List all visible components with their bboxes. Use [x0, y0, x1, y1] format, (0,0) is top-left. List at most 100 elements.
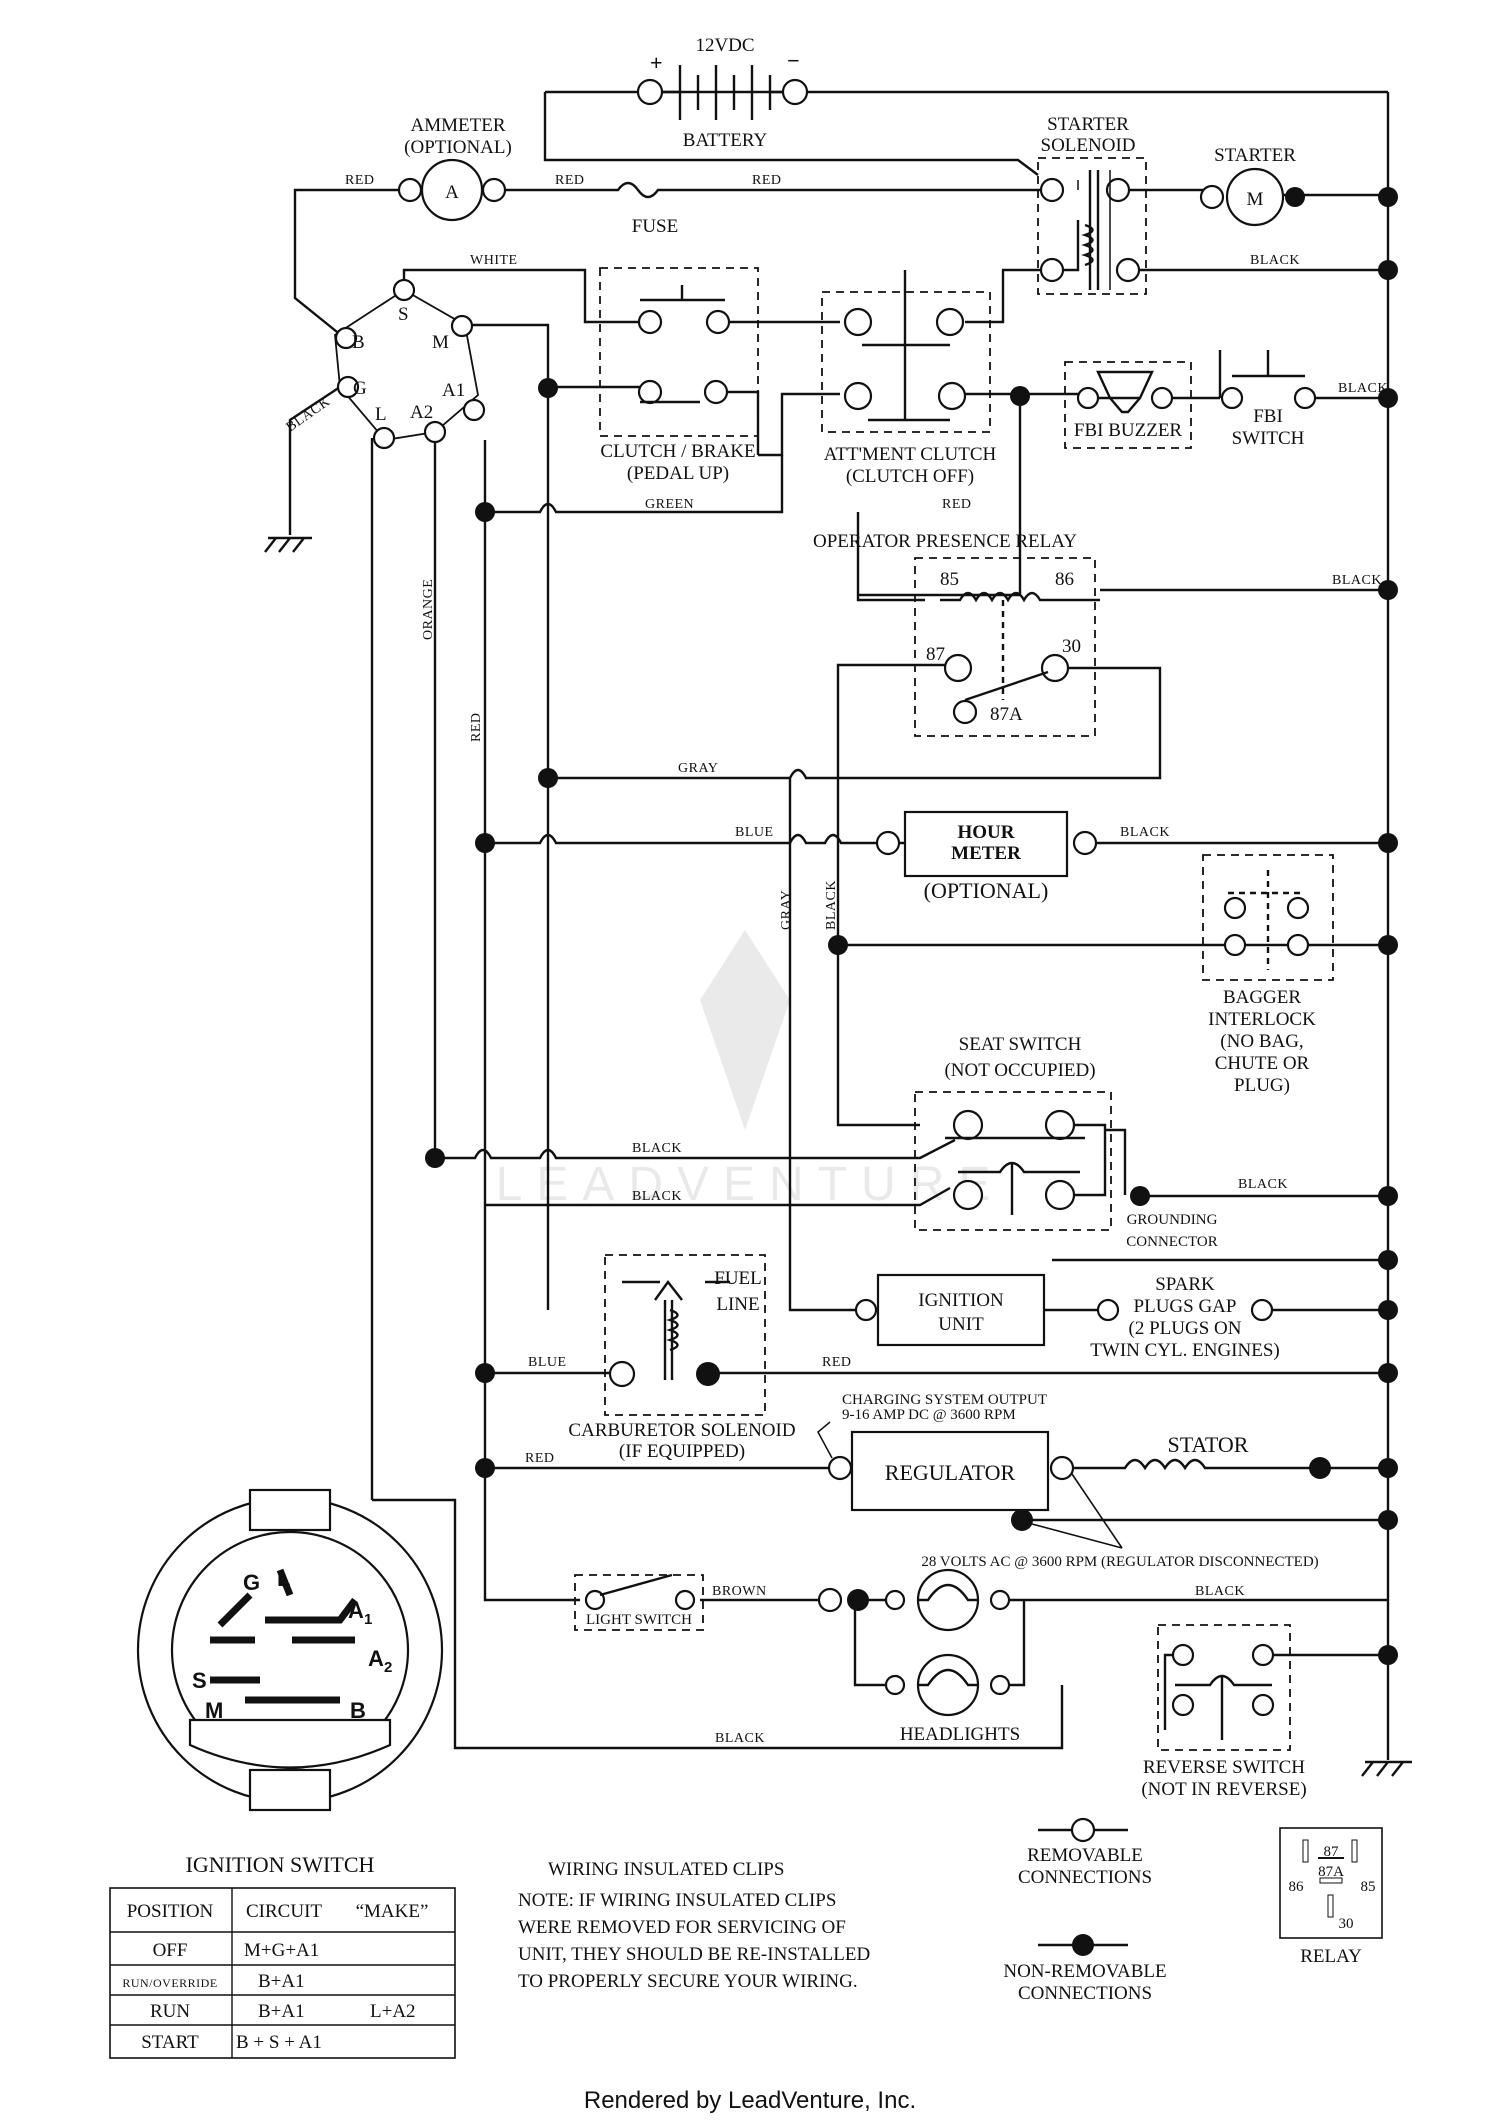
wire-label-red: RED [752, 173, 782, 188]
battery-terminal-negative [781, 78, 809, 106]
charging-label-2: 9-16 AMP DC @ 3600 RPM [842, 1407, 1016, 1423]
clutch-brake-switch: CLUTCH / BRAKE (PEDAL UP) [599, 267, 759, 484]
switch-face-a2: A [368, 1646, 384, 1671]
relay-terminal-85: 85 [940, 569, 959, 590]
wire-label-black: BLACK [1195, 1584, 1245, 1599]
terminal-label-s: S [398, 304, 409, 325]
fuel-line-label-2: LINE [716, 1294, 759, 1315]
reverse-switch-label-2: (NOT IN REVERSE) [1141, 1779, 1306, 1800]
terminal-label-a2: A2 [410, 402, 433, 423]
fbi-buzzer: FBI BUZZER [1064, 361, 1192, 449]
hour-meter-optional: (OPTIONAL) [924, 878, 1049, 903]
fbi-switch-label-2: SWITCH [1232, 428, 1305, 449]
wire-label-red: RED [345, 173, 375, 188]
junction-dots [425, 187, 1398, 1665]
clutch-brake-label-2: (PEDAL UP) [627, 463, 729, 484]
table-row-circuit: M+G+A1 [244, 1940, 319, 1961]
switch-face-b: B [350, 1698, 366, 1723]
wire-label-gray: GRAY [678, 761, 718, 776]
ammeter-label: AMMETER [411, 115, 506, 136]
table-row-circuit: B + S + A1 [236, 2032, 322, 2053]
starter-solenoid: STARTER SOLENOID [1037, 114, 1147, 295]
headlights: HEADLIGHTS [817, 1568, 1020, 1745]
reverse-switch-label-1: REVERSE SWITCH [1143, 1757, 1305, 1778]
relay-terminal-86: 86 [1055, 569, 1074, 590]
attment-clutch-switch: ATT'MENT CLUTCH (CLUTCH OFF) [821, 270, 1030, 487]
grounding-connector-label-2: CONNECTOR [1126, 1234, 1217, 1250]
removable-connection-symbol [1070, 1817, 1096, 1843]
switch-face-g: G [243, 1570, 260, 1595]
table-row-position: RUN/OVERRIDE [122, 1976, 217, 1990]
operator-presence-relay: OPERATOR PRESENCE RELAY 85 86 87 30 87A [813, 512, 1100, 737]
relay-terminal-30: 30 [1062, 636, 1081, 657]
ammeter-symbol: A [445, 182, 459, 203]
watermark: LEADVENTURE [496, 930, 990, 1211]
non-removable-connection-symbol [1072, 1934, 1094, 1956]
wire-label-gray: GRAY [779, 890, 794, 930]
bagger-interlock: BAGGER INTERLOCK (NO BAG, CHUTE OR PLUG) [1202, 854, 1334, 1096]
relay-legend: 87 87A 86 85 30 RELAY [1279, 1827, 1383, 1967]
ammeter-optional: (OPTIONAL) [404, 137, 512, 158]
terminal-a1 [462, 398, 486, 422]
headlights-label: HEADLIGHTS [900, 1724, 1020, 1745]
relay-legend-85: 85 [1361, 1879, 1376, 1895]
wires [264, 90, 1412, 1777]
battery-voltage: 12VDC [695, 35, 754, 56]
bagger-interlock-label-2: INTERLOCK [1208, 1009, 1316, 1030]
relay-legend-87: 87 [1324, 1844, 1340, 1860]
table-header-make: “MAKE” [356, 1901, 429, 1922]
spark-plugs-label-3: (2 PLUGS ON [1129, 1318, 1242, 1339]
relay-terminal-87: 87 [926, 644, 945, 665]
battery-plus: + [650, 50, 663, 75]
terminal-label-b: B [352, 332, 365, 353]
wire-label-red: RED [555, 173, 585, 188]
ignition-unit-label-1: IGNITION [918, 1290, 1004, 1311]
wire-label-black: BLACK [1120, 825, 1170, 840]
wire-label-black: BLACK [715, 1731, 765, 1746]
fbi-switch: FBI SWITCH [1220, 350, 1317, 449]
footer-credit: Rendered by LeadVenture, Inc. [584, 2087, 916, 2114]
relay-legend-30: 30 [1339, 1916, 1354, 1932]
ignition-switch-title: IGNITION SWITCH [186, 1852, 375, 1877]
carb-solenoid-label-2: (IF EQUIPPED) [619, 1441, 745, 1462]
terminal-g [336, 375, 360, 399]
terminal-label-g: G [353, 378, 367, 399]
terminal-label-l: L [375, 404, 387, 425]
bagger-interlock-label-4: CHUTE OR [1215, 1053, 1310, 1074]
wire-label-blue: BLUE [528, 1355, 567, 1370]
switch-face-a1: A [348, 1598, 364, 1623]
clips-note-line-4: TO PROPERLY SECURE YOUR WIRING. [518, 1971, 858, 1992]
ignition-terminal-block: S M B G L A2 A1 [334, 278, 486, 450]
relay-terminal-87a: 87A [990, 704, 1023, 725]
fbi-switch-label-1: FBI [1253, 406, 1283, 427]
fbi-buzzer-label: FBI BUZZER [1074, 420, 1183, 441]
wire-label-blue: BLUE [735, 825, 774, 840]
wire-label-white: WHITE [470, 253, 518, 268]
operator-relay-label: OPERATOR PRESENCE RELAY [813, 531, 1077, 552]
ignition-unit: IGNITION UNIT SPARK PLUGS GAP (2 PLUGS O… [854, 1273, 1280, 1361]
ignition-switch-face: G L A 1 A 2 S M B [136, 1488, 444, 1812]
seat-switch-label-1: SEAT SWITCH [959, 1034, 1082, 1055]
starter-label: STARTER [1214, 145, 1296, 166]
table-row-position: RUN [150, 2001, 190, 2022]
wire-labels: RED RED RED WHITE BLACK BLACK GREEN RED … [284, 173, 1388, 1746]
relay-legend-87a: 87A [1318, 1864, 1344, 1880]
terminal-b [334, 326, 358, 350]
wire-label-red: RED [469, 713, 484, 743]
table-row-position: OFF [153, 1940, 188, 1961]
wire-label-black: BLACK [632, 1141, 682, 1156]
table-row-position: START [141, 2032, 199, 2053]
table-row-make: L+A2 [370, 2001, 416, 2022]
seat-switch: SEAT SWITCH (NOT OCCUPIED) GROUNDING CON… [914, 1034, 1218, 1250]
clips-note-line-1: NOTE: IF WIRING INSULATED CLIPS [518, 1890, 836, 1911]
light-switch: LIGHT SWITCH [574, 1573, 704, 1631]
switch-face-a2-sub: 2 [384, 1659, 392, 1676]
light-switch-label: LIGHT SWITCH [586, 1612, 692, 1628]
spark-plugs-label-1: SPARK [1155, 1274, 1215, 1295]
wire-label-brown: BROWN [712, 1584, 767, 1599]
spark-plugs-label-4: TWIN CYL. ENGINES) [1090, 1340, 1279, 1361]
switch-face-s: S [192, 1668, 207, 1693]
wire-label-green: GREEN [645, 497, 694, 512]
wire-label-black: BLACK [824, 880, 839, 930]
relay-legend-86: 86 [1289, 1879, 1305, 1895]
